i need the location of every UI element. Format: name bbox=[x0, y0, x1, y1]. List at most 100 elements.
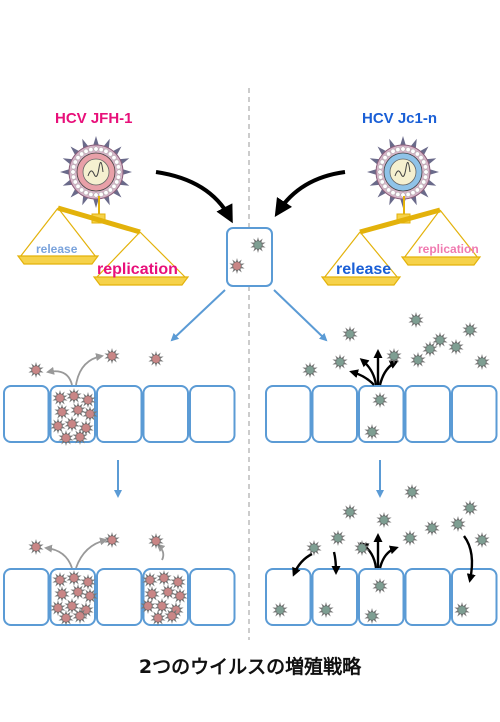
hcv-virion-icon bbox=[372, 578, 388, 594]
hcv-virion-icon bbox=[318, 602, 334, 618]
hcv-virion-icon bbox=[58, 430, 74, 446]
black-arrow-icon bbox=[359, 358, 378, 386]
left-balance-icon bbox=[16, 196, 190, 286]
hcv-virion-icon bbox=[148, 533, 164, 549]
hcv-virion-icon bbox=[474, 354, 490, 370]
cell bbox=[358, 385, 405, 443]
black-arrow-icon bbox=[378, 545, 399, 569]
cell bbox=[96, 568, 143, 626]
cell bbox=[189, 568, 236, 626]
cell bbox=[265, 385, 312, 443]
hcv-virion-icon bbox=[302, 362, 318, 378]
hcv-virion-icon bbox=[150, 610, 166, 626]
cell-row-right-bottom bbox=[265, 568, 498, 626]
cell bbox=[451, 385, 498, 443]
hcv-virion-icon bbox=[66, 570, 82, 586]
hcv-virion-icon bbox=[462, 322, 478, 338]
hcv-virion-icon bbox=[154, 598, 170, 614]
cell bbox=[265, 568, 312, 626]
hcv-virion-icon bbox=[64, 598, 80, 614]
cell bbox=[142, 385, 189, 443]
right-replication-label: replication bbox=[418, 242, 479, 256]
right-release-label: release bbox=[336, 261, 392, 278]
cell-row-left-bottom bbox=[3, 568, 236, 626]
hcv-virion-icon bbox=[82, 406, 98, 422]
cell bbox=[404, 385, 451, 443]
cell bbox=[311, 385, 358, 443]
hcv-virion-icon bbox=[364, 424, 380, 440]
hcv-virion-icon bbox=[462, 500, 478, 516]
hcv-virion-icon bbox=[70, 584, 86, 600]
hcv-virion-icon bbox=[148, 351, 164, 367]
hcv-virion-icon bbox=[404, 484, 420, 500]
hcv-virion-icon bbox=[422, 341, 438, 357]
hcv-virion-icon bbox=[402, 530, 418, 546]
hcv-virion-icon bbox=[172, 588, 188, 604]
left-release-label: release bbox=[36, 242, 78, 256]
hcv-jc1n-virion-icon bbox=[367, 136, 439, 208]
cell bbox=[451, 568, 498, 626]
gray-arrow-icon bbox=[44, 544, 73, 569]
left-replication-label: replication bbox=[97, 261, 178, 278]
blue-arrow-right-icon bbox=[273, 289, 328, 342]
hcv-virion-icon bbox=[144, 586, 160, 602]
hcv-virion-icon bbox=[306, 540, 322, 556]
hcv-virion-icon bbox=[58, 610, 74, 626]
cell bbox=[96, 385, 143, 443]
cell-row-right-top bbox=[265, 385, 498, 443]
hcv-virion-icon bbox=[272, 602, 288, 618]
hcv-virion-icon bbox=[82, 588, 98, 604]
hcv-virion-icon bbox=[54, 404, 70, 420]
black-arrow-left-icon bbox=[155, 170, 233, 224]
cell bbox=[3, 568, 50, 626]
cell bbox=[358, 568, 405, 626]
hcv-virion-icon bbox=[332, 354, 348, 370]
hcv-virion-icon bbox=[342, 326, 358, 342]
hcv-virion-icon bbox=[28, 539, 44, 555]
hcv-virion-icon bbox=[50, 600, 66, 616]
hcv-virion-icon bbox=[140, 598, 156, 614]
hcv-virion-icon bbox=[142, 572, 158, 588]
cell-row-left-top bbox=[3, 385, 236, 443]
cell bbox=[404, 568, 451, 626]
hcv-virion-icon bbox=[410, 352, 426, 368]
hcv-virion-icon bbox=[372, 392, 388, 408]
hcv-virion-icon bbox=[450, 516, 466, 532]
gray-arrow-icon bbox=[46, 366, 73, 386]
cell bbox=[311, 568, 358, 626]
hcv-virion-icon bbox=[66, 388, 82, 404]
hcv-virion-icon bbox=[80, 392, 96, 408]
hcv-virion-icon bbox=[432, 332, 448, 348]
black-arrow-icon bbox=[331, 551, 341, 575]
hcv-virion-icon bbox=[164, 608, 180, 624]
black-arrow-right-icon bbox=[274, 170, 346, 218]
center-cell bbox=[226, 227, 273, 287]
black-arrow-icon bbox=[292, 552, 313, 577]
hcv-virion-icon bbox=[78, 420, 94, 436]
hcv-virion-icon bbox=[474, 532, 490, 548]
hcv-virion-icon bbox=[52, 572, 68, 588]
hcv-jfh1-virion-icon bbox=[60, 136, 132, 208]
cell bbox=[3, 385, 50, 443]
gray-arrow-icon bbox=[156, 543, 166, 561]
hcv-virion-icon bbox=[424, 520, 440, 536]
gray-arrow-icon bbox=[75, 537, 108, 569]
right-balance-icon bbox=[320, 196, 482, 286]
hcv-virion-icon bbox=[52, 390, 68, 406]
hcv-virion-icon bbox=[72, 608, 88, 624]
blue-arrow-left-icon bbox=[170, 289, 226, 342]
black-arrow-icon bbox=[378, 360, 399, 386]
black-arrow-icon bbox=[463, 535, 476, 583]
hcv-virion-icon bbox=[330, 530, 346, 546]
hcv-virion-icon bbox=[50, 418, 66, 434]
black-arrow-icon bbox=[349, 369, 375, 386]
hcv-virion-icon bbox=[72, 429, 88, 445]
diagram-caption: 2つのウイルスの増殖戦略 bbox=[138, 656, 362, 678]
hcv-virion-icon bbox=[386, 348, 402, 364]
hcv-virion-icon bbox=[160, 584, 176, 600]
hcv-virion-icon bbox=[170, 574, 186, 590]
hcv-virion-icon bbox=[454, 602, 470, 618]
hcv-virion-icon bbox=[376, 512, 392, 528]
hcv-virion-icon bbox=[408, 312, 424, 328]
